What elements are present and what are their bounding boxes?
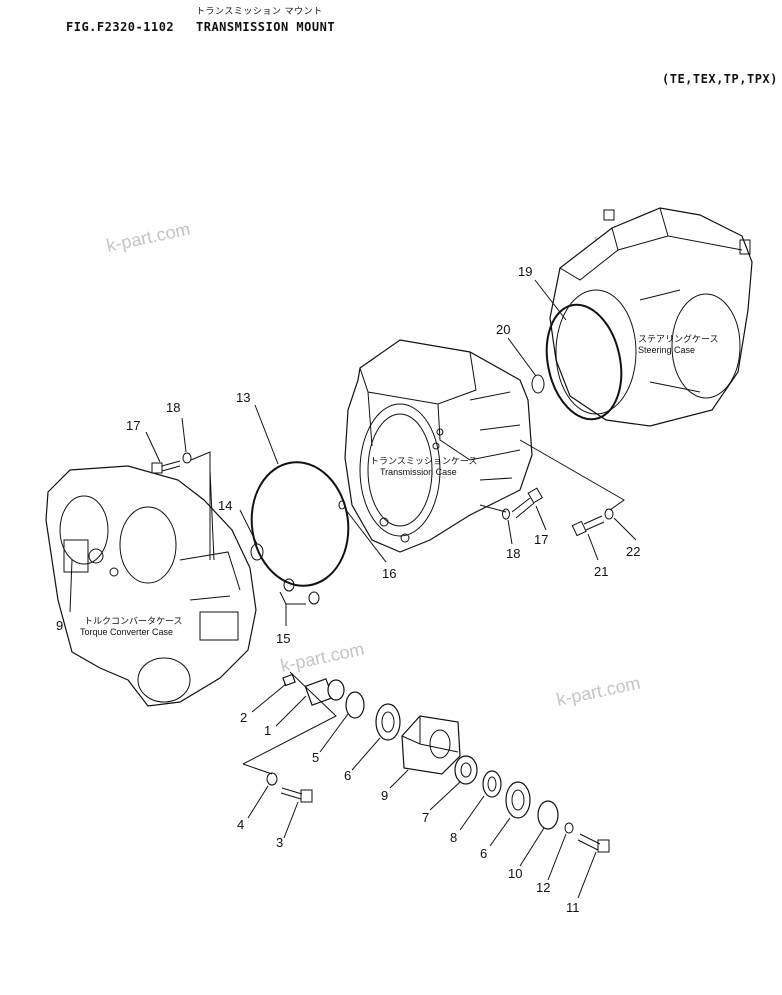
part-8-bearing — [482, 770, 502, 798]
leader-line — [479, 439, 625, 513]
part-11-bolt — [577, 833, 610, 853]
part-1-yoke — [304, 678, 345, 706]
callout-19: 19 — [518, 264, 532, 279]
callout-12: 12 — [536, 880, 550, 895]
callout-2: 2 — [240, 710, 247, 725]
watermark: k-part.com — [105, 219, 192, 256]
watermark: k-part.com — [279, 639, 366, 676]
callout-14: 14 — [218, 498, 232, 513]
callout-10: 10 — [508, 866, 522, 881]
callout-20: 20 — [496, 322, 510, 337]
callout-21: 21 — [594, 564, 608, 579]
callout-17: 17 — [534, 532, 548, 547]
callout-16: 16 — [382, 566, 396, 581]
part-2-dowel-pin — [282, 673, 296, 687]
part-12-washer — [564, 822, 574, 834]
callout-7: 7 — [422, 810, 429, 825]
steering-case — [549, 207, 753, 427]
transmission-case-caption-jp: トランスミッションケース — [370, 456, 477, 466]
figure-title: TRANSMISSION MOUNT — [196, 20, 336, 34]
callout-22: 22 — [626, 544, 640, 559]
callout-13: 13 — [236, 390, 250, 405]
callout-5: 5 — [312, 750, 319, 765]
torque-converter-case — [45, 465, 257, 707]
part-16-o-ring — [338, 500, 346, 510]
callout-3: 3 — [276, 835, 283, 850]
part-20-o-ring — [531, 374, 545, 394]
callout-17: 17 — [126, 418, 140, 433]
callout-8: 8 — [450, 830, 457, 845]
transmission-case-caption: Transmission Case — [380, 467, 457, 477]
callout-18: 18 — [166, 400, 180, 415]
part-17-bolt — [151, 460, 181, 474]
part-13-gasket — [250, 461, 350, 587]
callout-18: 18 — [506, 546, 520, 561]
steering-case-caption: Steering Case — [638, 345, 695, 355]
part-6-bearing — [505, 781, 531, 819]
torque-converter-caption-jp: トルクコンバータケース — [84, 616, 183, 626]
torque-converter-caption: Torque Converter Case — [80, 627, 173, 637]
part-15-o-ring — [308, 591, 320, 605]
figure-title-japanese: トランスミッション マウント — [196, 7, 323, 17]
model-applicability: (TE,TEX,TP,TPX) — [662, 72, 778, 86]
part-18-washer — [502, 508, 510, 520]
part-19-gasket — [545, 303, 623, 421]
part-6-bearing — [375, 703, 401, 741]
part-15-o-ring — [283, 578, 295, 592]
part-9-block — [401, 715, 461, 775]
part-21-bolt — [571, 515, 605, 537]
leader-line — [190, 451, 211, 560]
callout-6: 6 — [344, 768, 351, 783]
watermark: k-part.com — [555, 673, 642, 710]
figure-number: FIG.F2320-1102 — [66, 20, 175, 34]
transmission-case — [344, 339, 533, 553]
callout-11: 11 — [566, 900, 580, 915]
callout-6: 6 — [480, 846, 487, 861]
part-22-washer — [604, 508, 614, 520]
callout-1: 1 — [264, 723, 271, 738]
leader-line — [242, 671, 337, 775]
steering-case-caption-jp: ステアリングケース — [638, 333, 719, 344]
part-4-washer — [266, 772, 278, 786]
part-7-bearing — [454, 755, 478, 785]
callout-9: 9 — [56, 618, 63, 633]
part-17-bolt — [511, 487, 544, 519]
callout-4: 4 — [237, 817, 244, 832]
part-3-bolt — [280, 787, 313, 803]
callout-15: 15 — [276, 631, 290, 646]
part-10-washer — [537, 800, 559, 830]
callout-9: 9 — [381, 788, 388, 803]
callout-leaders — [69, 279, 637, 899]
part-18-washer — [182, 452, 192, 464]
part-5-shim — [345, 691, 365, 719]
